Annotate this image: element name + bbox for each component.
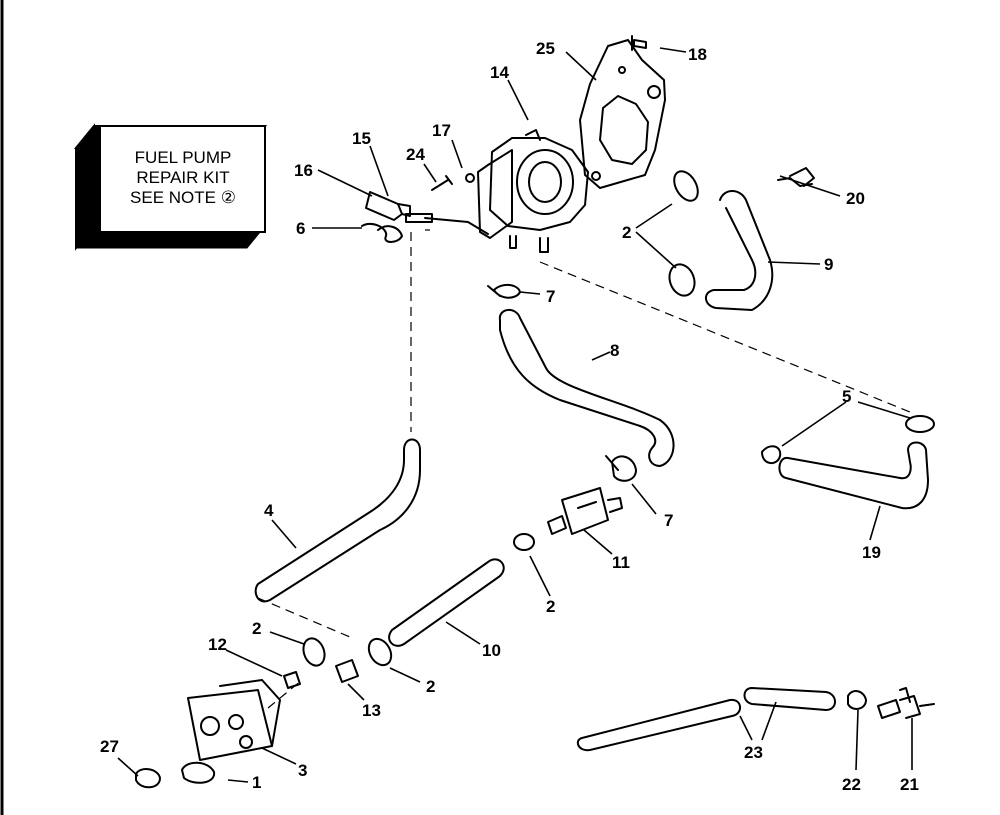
callout-2-upper: 2 (622, 223, 631, 242)
fuel-filter-11 (547, 487, 623, 535)
clamp-22 (847, 690, 867, 710)
callouts: 1 27 3 4 12 13 2 2 10 2 11 7 7 8 9 2 20 … (100, 39, 919, 794)
leader-lines (117, 47, 913, 783)
fitting-12 (283, 671, 301, 689)
clamp-2-lower (668, 263, 696, 297)
screw-18 (631, 35, 647, 51)
callout-2-filter: 2 (546, 597, 555, 616)
hose-19 (778, 441, 929, 510)
clip-6 (361, 222, 403, 243)
callout-25: 25 (536, 39, 555, 58)
callout-11: 11 (612, 553, 630, 572)
callout-7-lower: 7 (664, 511, 673, 530)
hose-23-long (576, 698, 741, 752)
hose-9 (705, 190, 774, 311)
callout-20: 20 (846, 189, 865, 208)
callout-7-upper: 7 (546, 287, 555, 306)
callout-4: 4 (264, 501, 274, 520)
repair-kit-box: FUEL PUMP REPAIR KIT SEE NOTE ② (73, 123, 268, 251)
washer-17 (465, 173, 475, 183)
callout-2-lower-left: 2 (252, 619, 261, 638)
callout-21: 21 (900, 775, 919, 794)
callout-9: 9 (824, 255, 833, 274)
bracket-25 (579, 39, 666, 189)
callout-12: 12 (208, 635, 227, 654)
fuel-pump-14 (405, 129, 589, 253)
clamp-2-lower-left (302, 637, 326, 667)
callout-24: 24 (406, 145, 425, 164)
housing-3 (187, 679, 281, 761)
callout-18: 18 (688, 45, 707, 64)
callout-6: 6 (296, 219, 305, 238)
valve-21 (877, 687, 935, 719)
kit-line-3: SEE NOTE ② (130, 188, 236, 207)
elbow-fitting-15-16 (365, 191, 411, 221)
hose-8 (498, 309, 675, 467)
callout-22: 22 (842, 775, 861, 794)
clamp-27 (135, 768, 161, 789)
clip-5-left (761, 445, 782, 464)
callout-23: 23 (744, 743, 763, 762)
callout-2-lower-mid: 2 (426, 677, 435, 696)
callout-19: 19 (862, 543, 881, 562)
fitting-13 (335, 659, 359, 683)
callout-17: 17 (432, 121, 451, 140)
clamp-7-upper (487, 284, 521, 299)
hose-10 (388, 558, 505, 647)
callout-3: 3 (298, 761, 307, 780)
callout-1: 1 (252, 773, 261, 792)
kit-line-2: REPAIR KIT (136, 168, 229, 187)
callout-10: 10 (482, 641, 501, 660)
clamp-2-upper (673, 170, 699, 202)
callout-15: 15 (352, 129, 371, 148)
callout-27: 27 (100, 737, 119, 756)
clip-5-right (905, 415, 935, 433)
connection-lines (257, 229, 911, 709)
clamp-2-lower-mid (367, 637, 393, 667)
hose-4 (254, 438, 421, 603)
screw-24 (431, 175, 453, 191)
kit-line-1: FUEL PUMP (135, 148, 232, 167)
clamp-2-filter (513, 533, 535, 551)
callout-13: 13 (362, 701, 381, 720)
clamp-7-lower (605, 455, 637, 482)
hose-23-short (743, 687, 836, 711)
callout-5: 5 (842, 387, 851, 406)
callout-14: 14 (490, 63, 509, 82)
callout-8: 8 (610, 341, 619, 360)
clamp-1 (181, 761, 216, 784)
callout-16: 16 (294, 161, 313, 180)
